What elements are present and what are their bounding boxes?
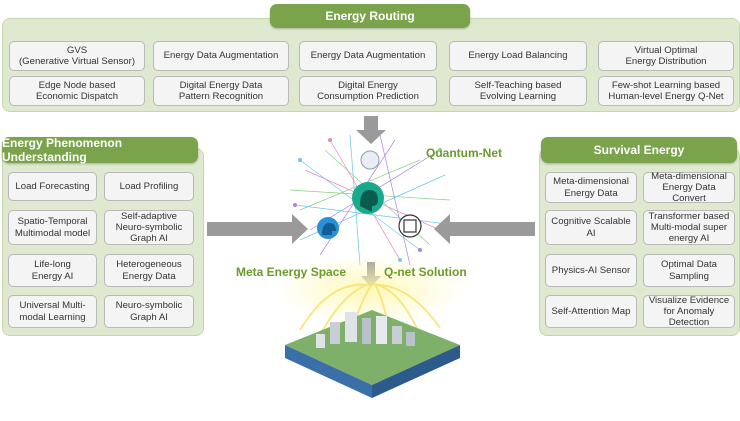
phenomenon-item-heterogeneous: Heterogeneous Energy Data <box>104 254 194 287</box>
neuro-head-icon <box>317 217 339 239</box>
robot-head-icon <box>360 150 380 170</box>
meta-energy-space-label: Meta Energy Space <box>236 265 347 279</box>
routing-item-consumption-prediction: Digital Energy Consumption Prediction <box>299 76 437 106</box>
arrow-right-icon <box>207 214 308 244</box>
phenomenon-title: Energy Phenomenon Understanding <box>2 136 198 164</box>
survival-item-physics-ai: Physics-AI Sensor <box>545 254 637 287</box>
smart-city-platform <box>285 310 460 398</box>
arrow-down-icon <box>356 116 386 144</box>
quantum-net-label: Quantum-Net <box>426 146 502 160</box>
routing-item-economic-dispatch: Edge Node based Economic Dispatch <box>9 76 145 106</box>
phenomenon-item-neuro-symbolic: Neuro-symbolic Graph AI <box>104 295 194 328</box>
routing-item-optimal-distribution: Virtual Optimal Energy Distribution <box>598 41 734 71</box>
phenomenon-item-life-long: Life-long Energy AI <box>8 254 97 287</box>
survival-item-self-attention: Self-Attention Map <box>545 295 637 328</box>
survival-item-optimal-sampling: Optimal Data Sampling <box>643 254 735 287</box>
routing-item-few-shot: Few-shot Learning based Human-level Ener… <box>598 76 734 106</box>
survival-item-visualize-evidence: Visualize Evidence for Anomaly Detection <box>643 295 735 328</box>
routing-item-gvs: GVS (Generative Virtual Sensor) <box>9 41 145 71</box>
phenomenon-item-self-adaptive: Self-adaptive Neuro-symbolic Graph AI <box>104 210 194 245</box>
survival-item-meta-data: Meta-dimensional Energy Data <box>545 172 637 203</box>
survival-item-transformer: Transformer based Multi-modal super ener… <box>643 210 735 245</box>
routing-item-evolving-learning: Self-Teaching based Evolving Learning <box>449 76 587 106</box>
arrow-left-icon <box>434 214 535 244</box>
routing-item-pattern-recognition: Digital Energy Data Pattern Recognition <box>153 76 289 106</box>
phenomenon-item-load-profiling: Load Profiling <box>104 172 194 201</box>
survival-item-cognitive-scalable: Cognitive Scalable AI <box>545 210 637 245</box>
phenomenon-item-universal-multimodal: Universal Multi- modal Learning <box>8 295 97 328</box>
survival-title: Survival Energy <box>541 137 737 163</box>
chip-icon <box>398 214 422 238</box>
routing-item-load-balancing: Energy Load Balancing <box>449 41 587 71</box>
energy-routing-title: Energy Routing <box>270 4 470 28</box>
qnet-solution-label: Q-net Solution <box>384 265 467 279</box>
energy-glow <box>275 255 465 325</box>
survival-item-meta-convert: Meta-dimensional Energy Data Convert <box>643 171 735 204</box>
phenomenon-item-load-forecasting: Load Forecasting <box>8 172 97 201</box>
ai-brain-icon <box>352 182 384 214</box>
routing-item-augmentation-2: Energy Data Augmentation <box>299 41 437 71</box>
phenomenon-item-spatio-temporal: Spatio-Temporal Multimodal model <box>8 210 97 245</box>
routing-item-augmentation-1: Energy Data Augmentation <box>153 41 289 71</box>
